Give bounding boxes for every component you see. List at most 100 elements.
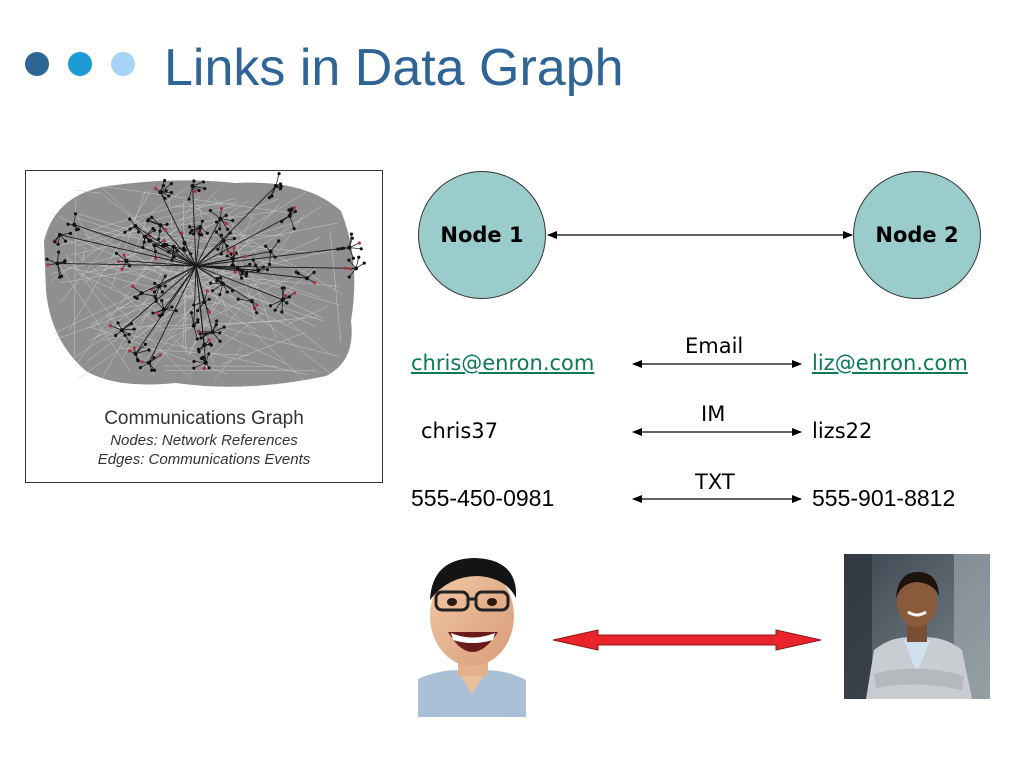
txt-channel-label: TXT	[695, 470, 735, 494]
graph-node	[284, 293, 288, 298]
graph-node	[312, 270, 316, 274]
graph-node	[157, 314, 162, 318]
graph-node	[123, 230, 127, 234]
graph-node	[163, 274, 167, 278]
graph-spoke	[57, 262, 197, 267]
graph-caption-edges: Edges: Communications Events	[97, 451, 311, 468]
graph-node	[243, 254, 247, 259]
graph-edge	[100, 186, 304, 381]
graph-node	[143, 342, 148, 346]
graph-node	[152, 290, 157, 294]
graph-node	[163, 178, 167, 183]
graph-edge	[74, 284, 185, 358]
graph-node	[169, 190, 174, 195]
graph-edge	[179, 202, 281, 323]
graph-edge	[188, 270, 236, 355]
right-im-handle: lizs22	[812, 419, 873, 443]
graph-leaf-edge	[200, 331, 213, 339]
graph-cluster-node	[249, 299, 254, 304]
graph-leaf-edge	[147, 220, 161, 226]
graph-node	[215, 319, 219, 323]
graph-node	[208, 208, 213, 213]
graph-node	[207, 352, 211, 356]
graph-edge	[134, 195, 200, 282]
graph-cluster-node	[210, 330, 215, 335]
graph-cluster-node	[268, 249, 273, 254]
graph-node	[154, 256, 158, 261]
graph-leaf-edge	[110, 325, 123, 331]
graph-spoke	[192, 185, 197, 267]
graph-node	[218, 339, 222, 343]
graph-node	[163, 284, 167, 288]
graph-node	[63, 239, 68, 243]
left-email-link[interactable]: chris@enron.com	[411, 351, 595, 375]
graph-node	[140, 360, 144, 364]
graph-edge	[182, 271, 187, 350]
graph-spoke	[195, 185, 277, 267]
graph-leaf-edge	[212, 283, 224, 292]
graph-node	[158, 229, 162, 233]
graph-cluster-node	[133, 224, 138, 229]
graph-edge	[101, 231, 185, 379]
graph-node	[151, 311, 155, 315]
graph-node	[198, 332, 202, 336]
right-email-link[interactable]: liz@enron.com	[812, 351, 968, 375]
graph-leaf-edge	[200, 331, 213, 335]
graph-leaf-edge	[160, 183, 172, 193]
graph-node	[219, 206, 224, 211]
graph-edge	[188, 266, 317, 375]
graph-node	[132, 346, 136, 350]
graph-cluster-node	[119, 328, 124, 333]
graph-node	[218, 293, 222, 297]
graph-edge	[88, 237, 320, 341]
graph-node	[351, 256, 356, 260]
graph-edge	[50, 241, 171, 275]
graph-node	[160, 244, 165, 248]
graph-spoke	[141, 265, 197, 294]
graph-leaf-edge	[238, 298, 252, 302]
graph-node	[190, 228, 194, 233]
woman-photo	[844, 554, 990, 699]
graph-edge	[152, 329, 187, 368]
graph-node	[189, 311, 193, 315]
graph-cluster-node	[203, 360, 208, 365]
graph-cluster-node	[354, 266, 358, 271]
graph-edge	[211, 214, 305, 349]
graph-node	[292, 226, 296, 231]
graph-node	[273, 308, 277, 312]
graph-node	[244, 274, 248, 278]
graph-node	[170, 305, 174, 309]
graph-leaf-edge	[160, 180, 165, 193]
graph-spoke	[195, 258, 233, 267]
graph-leaf-edge	[57, 263, 61, 278]
graph-node	[349, 232, 354, 236]
graph-cluster-node	[198, 225, 203, 230]
graph-leaf-edge	[232, 256, 246, 260]
graph-cluster-node	[55, 261, 60, 266]
graph-node	[188, 225, 192, 229]
graph-leaf-edge	[135, 349, 150, 355]
graph-node	[196, 309, 200, 313]
graph-node	[225, 244, 229, 248]
graph-node	[63, 259, 67, 263]
graph-edge	[67, 235, 201, 291]
graph-node	[285, 301, 289, 305]
graph-node	[293, 209, 297, 214]
graph-cluster-node	[235, 266, 240, 271]
graph-leaf-edge	[135, 225, 146, 237]
graph-node	[209, 281, 213, 285]
graph-node	[164, 228, 168, 232]
graph-node	[200, 219, 204, 223]
graph-node	[66, 222, 70, 226]
graph-spoke	[148, 265, 197, 363]
graph-node	[150, 215, 154, 220]
graph-cluster-node	[287, 213, 292, 218]
graph-leaf-edge	[184, 242, 191, 255]
graph-node	[160, 290, 164, 294]
people-link-arrow	[552, 629, 822, 651]
graph-node	[164, 189, 168, 193]
man-photo	[418, 554, 526, 717]
graph-leaf-edge	[188, 185, 193, 200]
graph-edge	[165, 266, 312, 341]
